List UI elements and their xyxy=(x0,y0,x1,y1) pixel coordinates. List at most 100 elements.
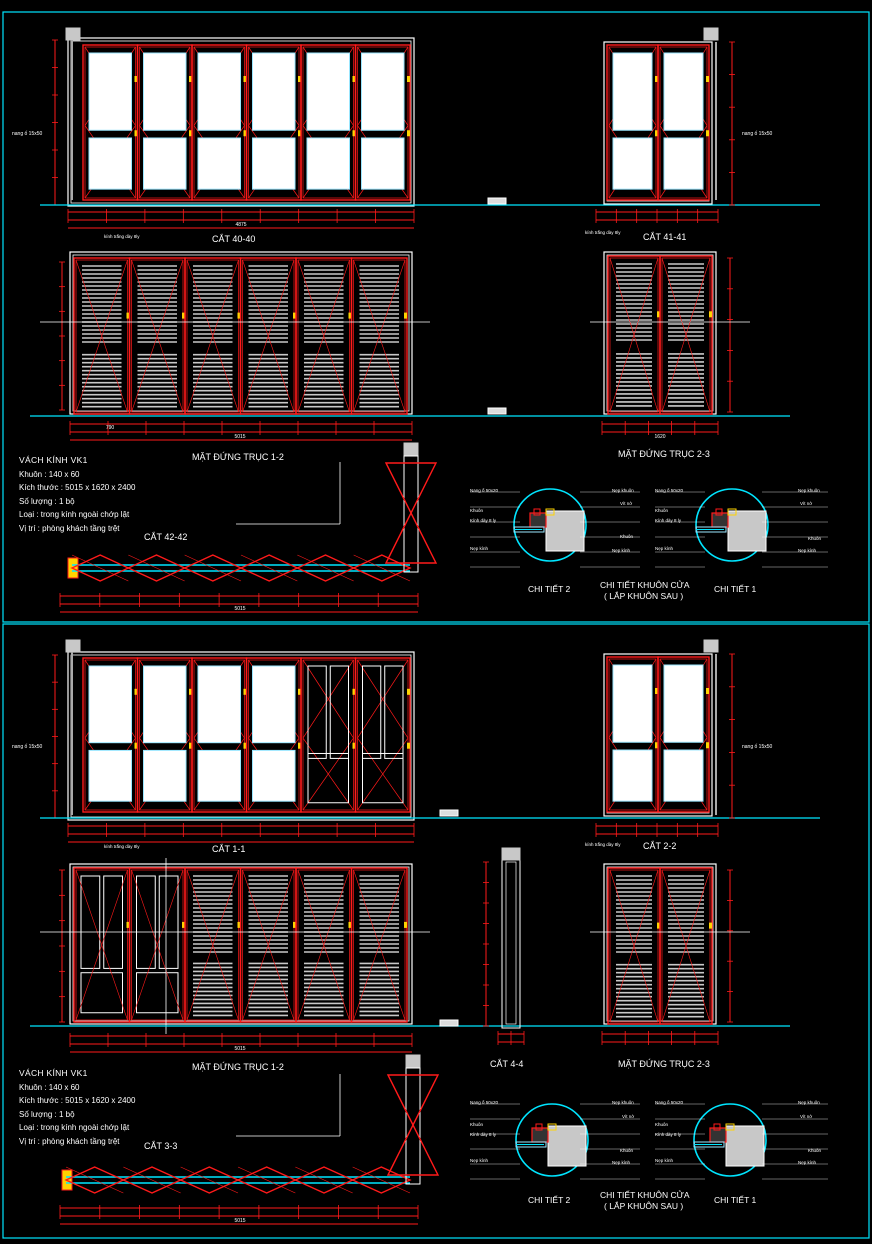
note-khuon-r: Khuôn xyxy=(620,534,634,539)
cad-rect xyxy=(663,137,704,190)
hinge-mark xyxy=(407,130,410,137)
hinge-mark xyxy=(182,921,185,928)
cad-rect xyxy=(65,27,81,41)
cad-rect xyxy=(657,656,710,813)
hinge-mark xyxy=(706,688,709,694)
cad-rect xyxy=(535,1123,543,1131)
cad-rect xyxy=(242,869,295,1021)
dim-panel: 790 xyxy=(106,425,115,431)
cad-rect xyxy=(302,46,354,199)
elev-2-3b xyxy=(590,863,750,1045)
cad-rect xyxy=(725,1123,735,1131)
cad-rect xyxy=(103,875,123,969)
label-detail-title-2: CHI TIẾT KHUÔN CỬA xyxy=(600,1189,690,1200)
label-plan-3-3: CẮT 3-3 xyxy=(144,1141,177,1151)
cad-line xyxy=(353,869,406,1021)
spec-title: VÁCH KÍNH VK1 xyxy=(19,455,88,465)
label-detail-2b: CHI TIẾT 2 xyxy=(528,1195,570,1205)
cad-rect xyxy=(405,1067,421,1185)
cad-line xyxy=(609,869,659,1023)
elev-1-2 xyxy=(30,251,790,441)
cad-rect xyxy=(545,508,555,516)
hinge-mark xyxy=(407,742,410,749)
cad-rect xyxy=(136,972,179,1014)
cad-rect xyxy=(186,259,239,413)
cad-rect xyxy=(609,869,659,1023)
hinge-mark xyxy=(348,312,352,319)
spec-qty: Số lượng : 1 bộ xyxy=(19,1109,75,1119)
cad-rect xyxy=(248,46,300,199)
cad-rect xyxy=(505,861,517,1025)
cad-line xyxy=(65,1166,124,1194)
note-khuon-d: Khuôn xyxy=(808,1148,822,1153)
cad-line xyxy=(242,259,295,413)
hinge-mark xyxy=(189,688,192,695)
plan-42 xyxy=(59,442,438,613)
cad-rect xyxy=(603,41,713,205)
cad-rect xyxy=(612,664,653,743)
hinge-mark xyxy=(404,921,407,928)
dim-right: 1620 xyxy=(654,434,665,440)
cad-rect xyxy=(197,665,241,744)
hinge-mark xyxy=(404,312,407,319)
note-nep-c: Nẹp khuôn xyxy=(798,1100,820,1105)
elev-2-3 xyxy=(487,251,750,435)
cad-rect xyxy=(608,658,657,811)
section-41 xyxy=(487,27,735,223)
cad-line xyxy=(302,737,354,811)
hinge-mark xyxy=(243,742,247,749)
note-khuon-c: Khuôn xyxy=(655,1122,669,1127)
cad-rect xyxy=(713,1123,721,1131)
cad-rect xyxy=(143,52,187,131)
label-section-2-2: CẮT 2-2 xyxy=(643,841,676,851)
swing-arc xyxy=(384,462,438,515)
cad-rect xyxy=(353,869,406,1021)
spec-note-2: VÁCH KÍNH VK1 Khuôn : 140 x 60 Kích thướ… xyxy=(19,1067,135,1148)
cad-line xyxy=(661,869,711,1023)
cad-rect xyxy=(143,137,187,190)
note-nep-kinh-d: Nẹp kính xyxy=(798,1160,817,1165)
hinge-mark xyxy=(134,742,138,749)
details-2 xyxy=(470,1103,828,1180)
cad-rect xyxy=(297,869,350,1021)
note-nep-kinh-c: Nẹp kính xyxy=(655,1158,674,1163)
cad-rect xyxy=(725,1125,765,1167)
cad-rect xyxy=(703,27,719,41)
cad-line xyxy=(128,554,185,582)
cad-rect xyxy=(663,52,704,131)
cad-line xyxy=(297,259,350,413)
note-khuon-rb: Khuôn xyxy=(620,1148,634,1153)
note-nang-b: Nang ố 50x20 xyxy=(470,1100,499,1105)
cad-rect xyxy=(659,867,713,1025)
cad-line xyxy=(353,259,406,413)
hinge-mark xyxy=(407,688,410,695)
note-khuon: Khuôn xyxy=(470,508,484,513)
cad-rect xyxy=(501,847,521,861)
note-khuon-b: Khuôn xyxy=(470,1122,484,1127)
cad-line xyxy=(297,554,354,582)
cad-rect xyxy=(727,510,767,552)
note-nep-kinh-r: Nẹp kính xyxy=(612,548,631,553)
hinge-mark xyxy=(348,921,352,928)
label-elev-1-2b: MẶT ĐỨNG TRỤC 1-2 xyxy=(192,1062,284,1072)
details-1 xyxy=(470,488,828,568)
label-elev-2-3: MẶT ĐỨNG TRỤC 2-3 xyxy=(618,449,710,459)
hinge-mark xyxy=(237,312,241,319)
cad-line xyxy=(237,1166,296,1194)
cad-rect xyxy=(306,137,350,190)
hinge-mark xyxy=(189,130,192,137)
cad-rect xyxy=(75,259,128,413)
note-kinh-b: Kính dày 8 ly xyxy=(470,1132,497,1137)
detail-circle xyxy=(513,488,587,562)
spec-type: Loại : trong kính ngoài chớp lật xyxy=(19,1123,130,1132)
detail-circle xyxy=(515,1103,589,1177)
hinge-mark xyxy=(706,130,709,137)
dim-total-plan: 5015 xyxy=(234,606,245,612)
cad-rect xyxy=(67,37,415,207)
hinge-mark xyxy=(182,312,185,319)
cad-line xyxy=(75,869,128,1021)
hinge-mark xyxy=(189,742,192,749)
note-nang-2: Nang ố 50x20 xyxy=(655,488,684,493)
label-nang-left: nang ố 15x50 xyxy=(12,131,43,137)
cad-rect xyxy=(405,1054,421,1068)
